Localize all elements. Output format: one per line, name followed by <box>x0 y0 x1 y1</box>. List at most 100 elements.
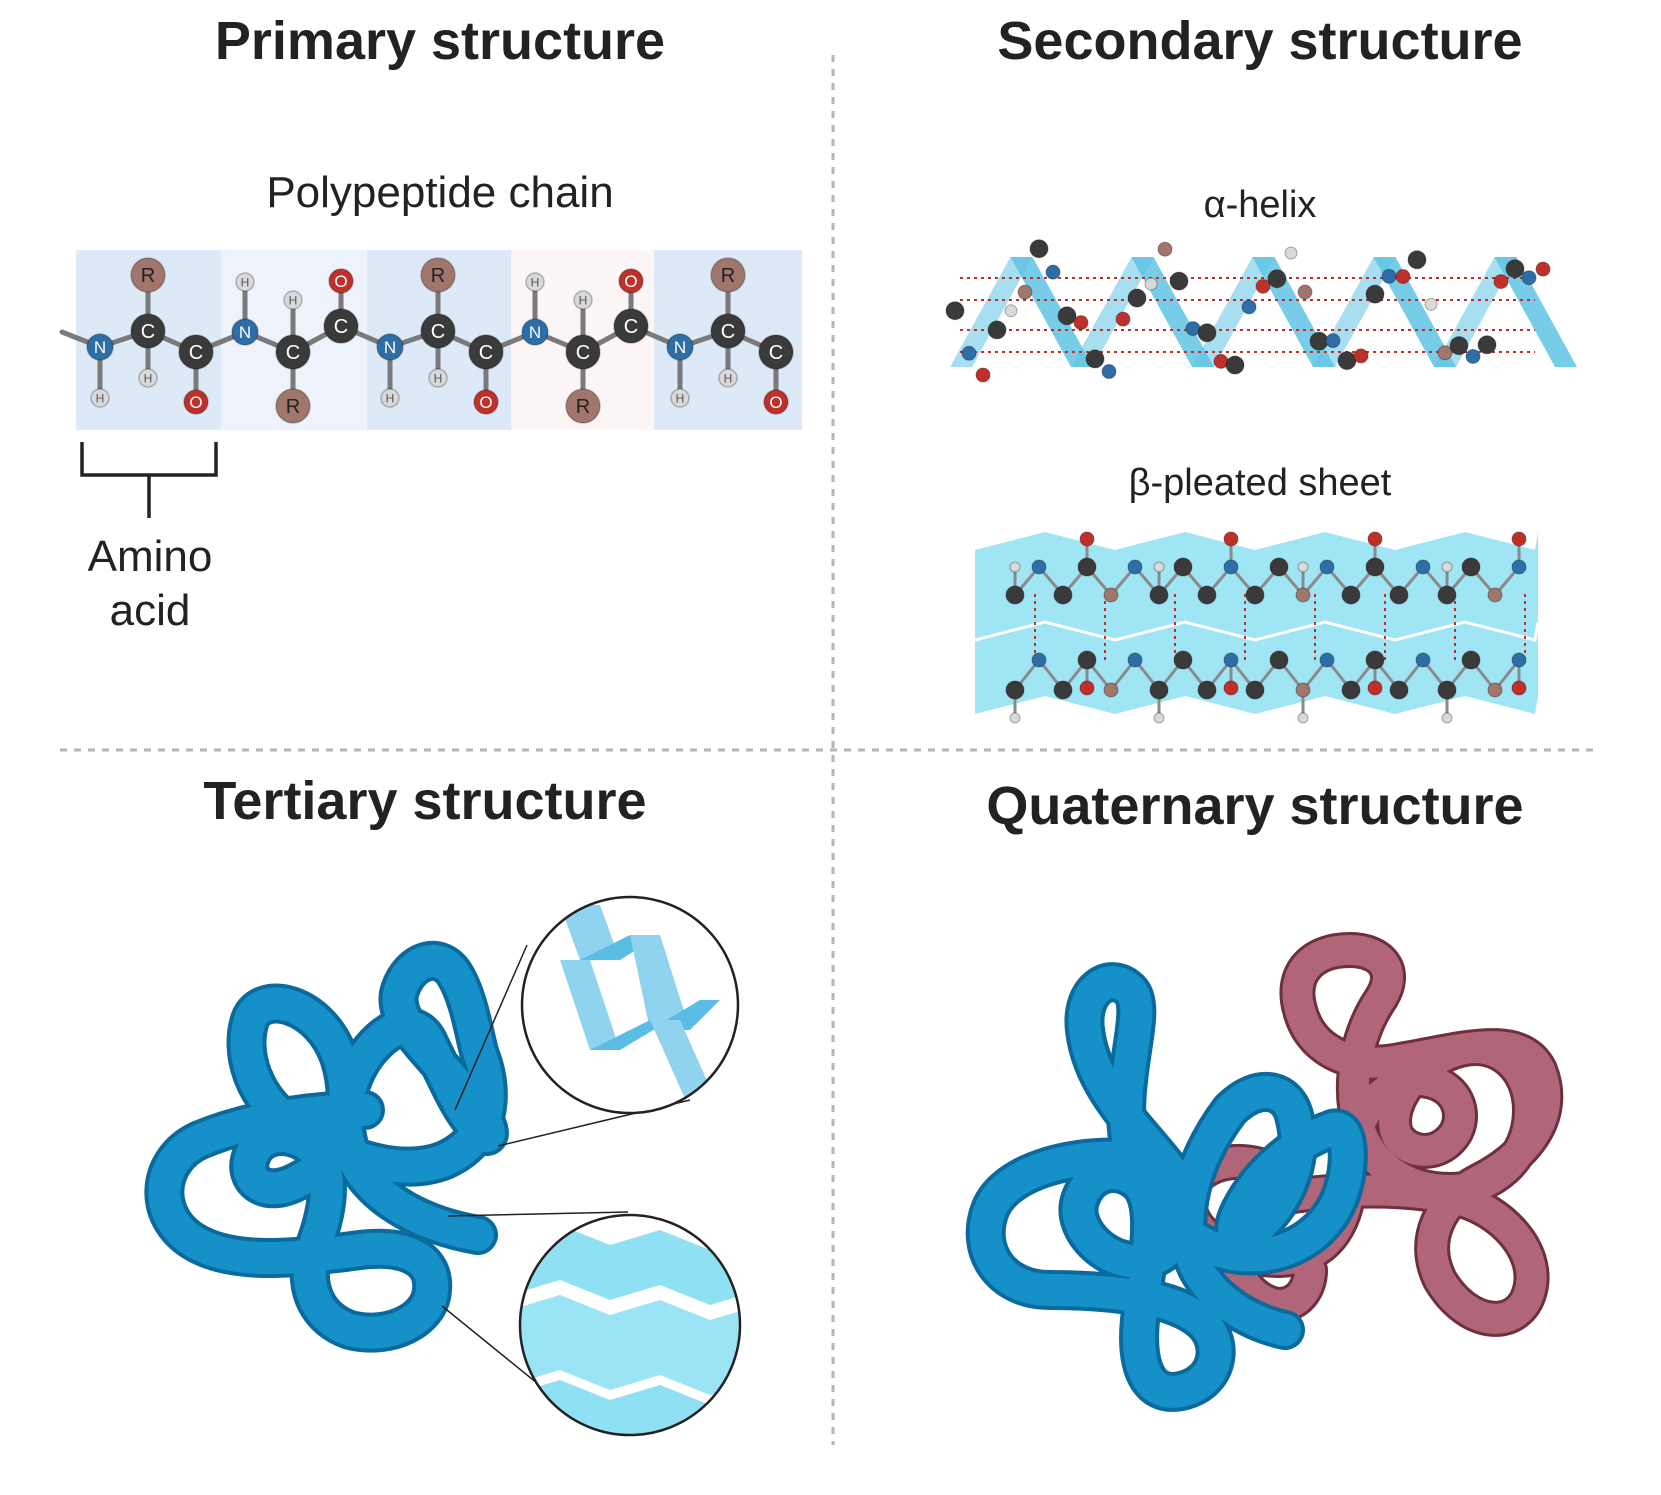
quaternary-structure-title: Quaternary structure <box>986 776 1524 836</box>
carbon-atom <box>1337 351 1357 371</box>
carbon-atom <box>1267 269 1287 289</box>
tertiary-protein-fold <box>144 940 509 1353</box>
sheet-zoom-circle <box>518 1213 742 1437</box>
carbon-atom <box>1365 557 1385 577</box>
nitrogen-atom <box>1511 559 1527 575</box>
helix-ribbon-front <box>1010 257 1093 367</box>
hydrogen-atom: H <box>235 272 255 292</box>
carbon-atom <box>1077 557 1097 577</box>
hydrogen-atom <box>1424 297 1438 311</box>
nitrogen-symbol: N <box>384 338 396 357</box>
carbon-atom <box>1437 680 1457 700</box>
carbon-atom <box>1127 288 1147 308</box>
r-group-atom: R <box>130 257 166 293</box>
r-group-atom <box>1017 284 1033 300</box>
carbon-atom: C <box>178 334 214 370</box>
nitrogen-atom <box>1319 559 1335 575</box>
carbon-atom <box>1197 680 1217 700</box>
carbon-atom <box>1269 557 1289 577</box>
nitrogen-symbol: N <box>94 338 106 357</box>
carbon-symbol: C <box>624 316 638 338</box>
quaternary-blue-subunit <box>965 962 1368 1412</box>
r-group-symbol: R <box>286 396 300 418</box>
nitrogen-atom <box>1223 652 1239 668</box>
carbon-atom <box>1197 585 1217 605</box>
carbon-atom <box>1053 680 1073 700</box>
hydrogen-atom: H <box>90 388 110 408</box>
oxygen-atom: O <box>618 268 644 294</box>
oxygen-atom <box>1395 269 1411 285</box>
hydrogen-symbol: H <box>96 391 105 405</box>
oxygen-atom <box>975 367 991 383</box>
hydrogen-atom <box>1009 712 1021 724</box>
hydrogen-symbol: H <box>531 275 540 289</box>
oxygen-symbol: O <box>479 393 492 412</box>
quaternary-red-subunit <box>1170 932 1564 1337</box>
carbon-symbol: C <box>721 321 735 343</box>
nitrogen-atom <box>1319 652 1335 668</box>
r-group-atom: R <box>710 257 746 293</box>
helix-zoom-circle <box>520 895 740 1115</box>
carbon-symbol: C <box>334 316 348 338</box>
nitrogen-atom <box>1521 270 1537 286</box>
carbon-atom <box>1173 557 1193 577</box>
hydrogen-atom <box>1441 712 1453 724</box>
hydrogen-atom <box>1297 561 1309 573</box>
carbon-atom: C <box>710 313 746 349</box>
carbon-atom <box>1389 680 1409 700</box>
r-group-atom <box>1157 241 1173 257</box>
carbon-symbol: C <box>769 342 783 364</box>
nitrogen-symbol: N <box>239 323 251 342</box>
tertiary-structure-title: Tertiary structure <box>203 771 647 831</box>
carbon-symbol: C <box>576 342 590 364</box>
r-group-atom: R <box>275 388 311 424</box>
beta-pleated-sheet <box>974 531 1540 724</box>
oxygen-symbol: O <box>624 272 637 291</box>
hydrogen-atom <box>1284 246 1298 260</box>
hydrogen-atom: H <box>283 290 303 310</box>
nitrogen-atom <box>1325 333 1341 349</box>
hydrogen-atom: H <box>573 290 593 310</box>
oxygen-atom <box>1223 680 1239 696</box>
oxygen-atom <box>1535 261 1551 277</box>
carbon-atom <box>1437 585 1457 605</box>
r-group-atom <box>1437 345 1453 361</box>
oxygen-atom: O <box>473 389 499 415</box>
carbon-atom: C <box>565 334 601 370</box>
oxygen-symbol: O <box>189 393 202 412</box>
helix-ribbon-front <box>1494 257 1577 367</box>
oxygen-symbol: O <box>334 272 347 291</box>
r-group-atom: R <box>420 257 456 293</box>
hydrogen-atom: H <box>718 368 738 388</box>
nitrogen-atom <box>1127 652 1143 668</box>
carbon-atom <box>1149 585 1169 605</box>
r-group-atom <box>1295 587 1311 603</box>
nitrogen-atom <box>1415 652 1431 668</box>
nitrogen-atom <box>1045 264 1061 280</box>
carbon-atom <box>1449 336 1469 356</box>
nitrogen-atom: N <box>86 333 114 361</box>
hydrogen-symbol: H <box>676 391 685 405</box>
oxygen-atom <box>1511 531 1527 547</box>
carbon-symbol: C <box>189 342 203 364</box>
carbon-atom <box>945 301 965 321</box>
hydrogen-atom <box>1441 561 1453 573</box>
oxygen-atom <box>1493 274 1509 290</box>
oxygen-atom: O <box>328 268 354 294</box>
carbon-symbol: C <box>286 342 300 364</box>
hydrogen-atom <box>1153 712 1165 724</box>
carbon-atom <box>1309 331 1329 351</box>
hydrogen-symbol: H <box>434 371 443 385</box>
amino-acid-label-line1: Amino <box>87 532 213 581</box>
r-group-atom <box>1297 284 1313 300</box>
carbon-atom <box>1389 585 1409 605</box>
hydrogen-atom <box>1297 712 1309 724</box>
oxygen-atom <box>1255 278 1271 294</box>
oxygen-atom <box>1367 531 1383 547</box>
alpha-helix <box>945 239 1577 383</box>
hydrogen-atom <box>1144 277 1158 291</box>
nitrogen-atom <box>1381 268 1397 284</box>
hydrogen-symbol: H <box>144 371 153 385</box>
carbon-atom <box>1341 680 1361 700</box>
carbon-atom <box>987 320 1007 340</box>
